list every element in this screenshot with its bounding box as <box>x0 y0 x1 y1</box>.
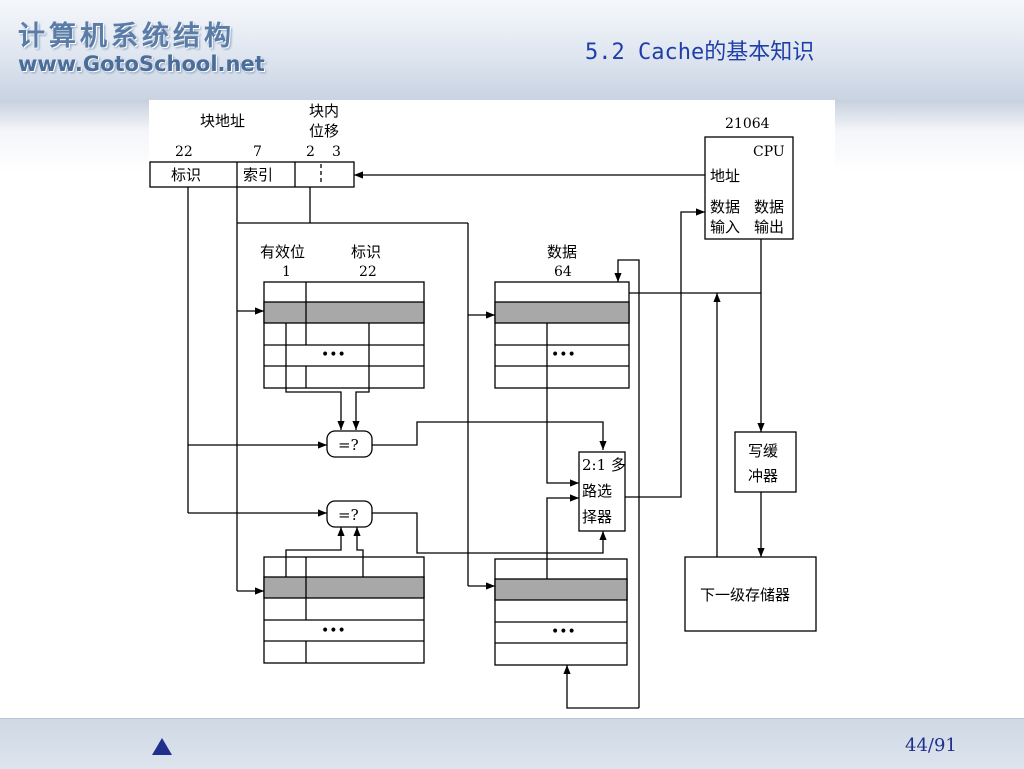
mux-box <box>578 451 626 532</box>
comparator-upper-label: =? <box>338 436 359 454</box>
tag-array-label: 标识 <box>351 243 381 261</box>
nav-up-arrow-icon[interactable] <box>152 738 172 755</box>
block-offset-label-2: 位移 <box>309 122 339 140</box>
offset-bits-label-a: 2 <box>306 144 315 160</box>
tag-array-upper <box>263 281 425 389</box>
cpu-box <box>704 136 794 240</box>
section-title: 5.2 Cache的基本知识 <box>585 40 815 65</box>
valid-bit-label: 有效位 <box>260 243 305 261</box>
cpu-data-in-label-1: 数据 <box>710 198 740 216</box>
data-array-lower <box>494 558 628 666</box>
tag-field-label: 标识 <box>171 166 201 184</box>
page-number: 44/91 <box>905 735 957 756</box>
cache-diagram-svg: 块地址 块内 位移 22 7 2 3 标识 索引 21064 CPU 地址 数据… <box>149 102 817 709</box>
write-buffer-box <box>734 431 797 493</box>
valid-bits-label: 1 <box>282 264 291 280</box>
tag-array-lower <box>263 556 425 664</box>
logo-url: www.GotoSchool.net <box>18 52 265 76</box>
mux-label-line1: 2:1 多 <box>582 456 626 474</box>
mux-label-line2: 路选 <box>582 482 612 500</box>
data-array-upper-ellipsis: ••• <box>551 347 576 363</box>
tag-bits-label: 22 <box>175 144 193 160</box>
cpu-name-label: CPU <box>753 144 785 160</box>
next-level-memory-box <box>684 556 817 632</box>
offset-bits-label-b: 3 <box>332 144 341 160</box>
header-bar: 计算机系统结构 www.GotoSchool.net 5.2 Cache的基本知… <box>0 0 1024 101</box>
data-array-upper <box>494 281 630 389</box>
tag-array-upper-ellipsis: ••• <box>321 347 346 363</box>
cpu-data-out-label-2: 输出 <box>754 218 784 236</box>
comparator-lower <box>326 500 373 528</box>
cpu-data-out-label-1: 数据 <box>754 198 784 216</box>
next-level-memory-label: 下一级存储器 <box>700 586 790 604</box>
data-array-bits-label: 64 <box>554 264 572 280</box>
block-address-label: 块地址 <box>200 112 245 130</box>
cpu-model-label: 21064 <box>725 116 770 132</box>
data-array-lower-ellipsis: ••• <box>551 624 576 640</box>
cpu-address-label: 地址 <box>710 167 740 185</box>
tag-array-bits-label: 22 <box>359 264 377 280</box>
comparator-lower-label: =? <box>338 506 359 524</box>
index-bits-label: 7 <box>253 144 262 160</box>
cpu-data-in-label-2: 输入 <box>710 218 740 236</box>
write-buffer-label-2: 冲器 <box>748 467 778 485</box>
write-buffer-label-1: 写缓 <box>748 442 778 460</box>
comparator-upper <box>326 430 373 458</box>
data-array-label: 数据 <box>547 243 577 261</box>
index-field-label: 索引 <box>243 166 273 184</box>
tag-array-lower-ellipsis: ••• <box>321 623 346 639</box>
block-offset-label-1: 块内 <box>309 102 339 120</box>
cache-diagram: 块地址 块内 位移 22 7 2 3 标识 索引 21064 CPU 地址 数据… <box>149 100 835 718</box>
mux-label-line3: 择器 <box>582 508 612 526</box>
logo-title: 计算机系统结构 <box>18 21 235 52</box>
